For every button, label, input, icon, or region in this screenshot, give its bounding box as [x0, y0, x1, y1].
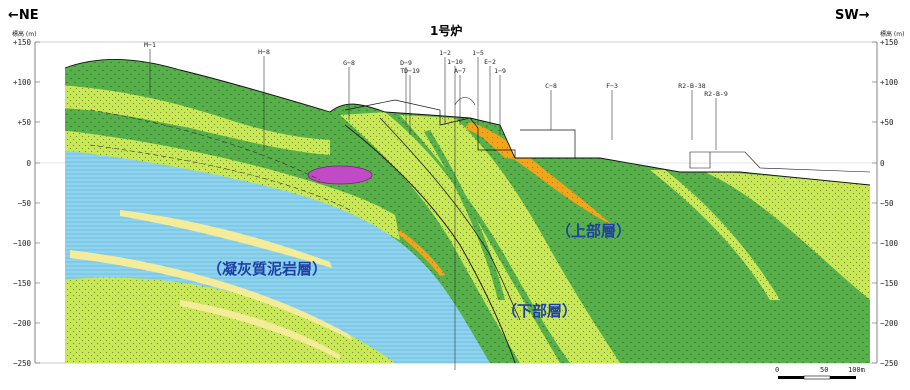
tick-label-left: −100: [13, 239, 32, 248]
tick-label-left: 0: [26, 159, 31, 168]
tick-label-right: −250: [880, 359, 899, 368]
tick-label-right: −50: [880, 199, 894, 208]
tick-label-left: −250: [13, 359, 32, 368]
label-lower-formation: （下部層）: [502, 302, 577, 320]
tick-label-left: +50: [17, 118, 31, 127]
sw-structure-outline: [689, 151, 761, 169]
section-title: 1号炉: [430, 24, 463, 38]
scale-label-0: 0: [775, 366, 779, 374]
tuff-layer-middle: [65, 130, 400, 240]
contact-line-1: [89, 109, 321, 181]
sw-yellow-layer: [700, 170, 870, 300]
fault-line-2: [379, 117, 521, 321]
scale-bar: 0 50 100m: [775, 366, 865, 380]
borehole-label: F−3: [606, 82, 618, 90]
borehole-label: H−8: [258, 48, 270, 56]
borehole-markers: M−1H−8G−8 D−9TD−19 1−21−10A−7 1−5E−21−9C−8 F…: [144, 41, 728, 370]
orange-lens-lower: [398, 230, 445, 276]
tick-label-right: −200: [880, 319, 899, 328]
scale-label-50: 50: [820, 366, 828, 374]
ground-surface: [64, 59, 871, 186]
geology-layers: [65, 59, 870, 364]
reactor-dome: [454, 97, 476, 106]
tick-label-right: +100: [880, 78, 899, 87]
orange-upper-layer-2: [480, 135, 520, 160]
tuff-layer-upper: [65, 85, 330, 155]
direction-label-ne: ←NE: [8, 8, 39, 23]
borehole-label: R2-B-9: [704, 90, 728, 98]
tick-label-left: −50: [17, 199, 31, 208]
lower-formation-band-1: [340, 112, 560, 363]
borehole-label: C−8: [545, 82, 557, 90]
scale-label-100: 100m: [848, 366, 865, 374]
tick-label-right: −150: [880, 279, 899, 288]
thin-yellow-bed-1: [120, 210, 332, 268]
borehole-label: 1−2: [439, 49, 451, 57]
contact-line-2: [89, 144, 351, 211]
tick-label-left: +100: [13, 78, 32, 87]
borehole-label: R2-B-38: [678, 82, 705, 90]
elevation-unit-label-right: 標高 (m): [880, 30, 904, 38]
tick-label-left: −150: [13, 279, 32, 288]
label-upper-formation: （上部層）: [556, 222, 631, 240]
borehole-label: E−2: [484, 58, 496, 66]
borehole-label: D−9: [400, 59, 412, 67]
tick-label-left: +150: [13, 38, 32, 47]
direction-label-sw: SW→: [835, 8, 870, 23]
borehole-label: 1−5: [472, 49, 484, 57]
borehole-label: 1−9: [494, 67, 506, 75]
borehole-label: TD−19: [400, 67, 420, 75]
tick-label-right: +150: [880, 38, 899, 47]
reactor-building-outline: [344, 99, 576, 159]
tick-label-left: −200: [13, 319, 32, 328]
tick-label-right: +50: [880, 118, 894, 127]
sw-yellow-band: [650, 170, 780, 300]
borehole-label: G−8: [343, 59, 355, 67]
borehole-label: A−7: [454, 67, 466, 75]
label-tuffaceous-mudstone: （凝灰質泥岩層）: [207, 260, 327, 278]
elevation-unit-label-left: 標高 (m): [12, 30, 36, 38]
fault-line-1: [344, 124, 516, 364]
borehole-label: 1−10: [447, 58, 463, 66]
tick-label-right: 0: [880, 159, 885, 168]
borehole-label: M−1: [144, 41, 156, 49]
thin-yellow-bed-3: [180, 300, 340, 360]
magenta-lens: [307, 165, 373, 185]
tick-label-right: −100: [880, 239, 899, 248]
thin-yellow-bed-2: [70, 250, 352, 340]
lower-formation-band-3: [424, 130, 505, 300]
